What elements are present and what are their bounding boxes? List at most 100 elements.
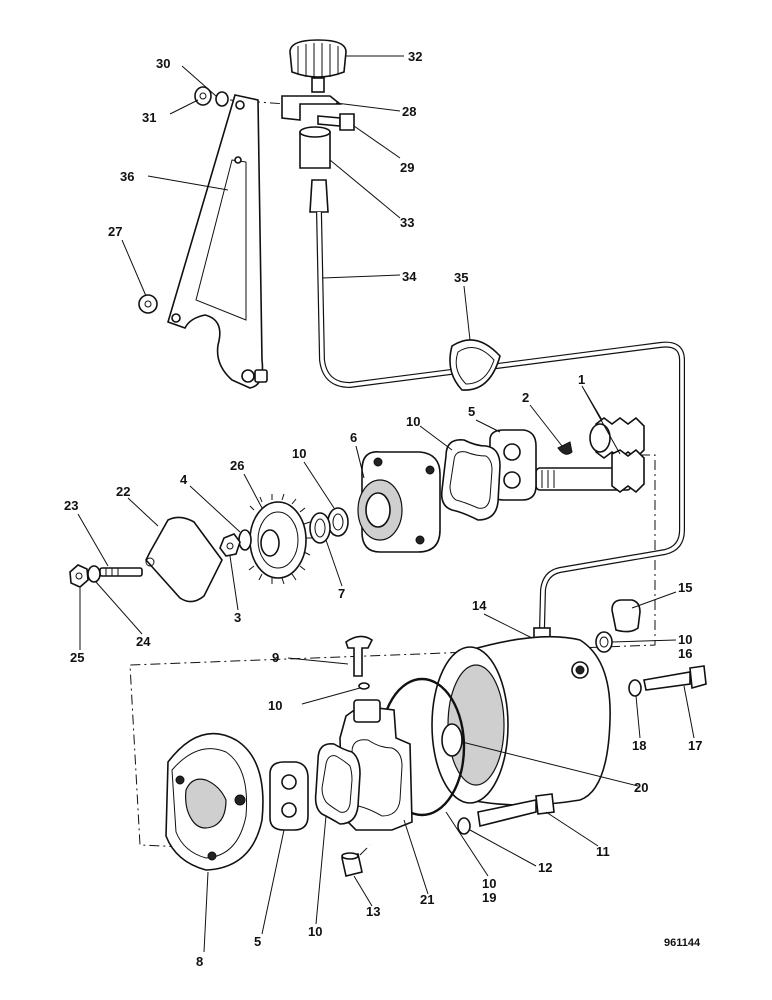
bracket-hole-bottom: [241, 369, 255, 383]
gasket-10-upper-inner: [449, 451, 493, 509]
end-cap-face: [171, 748, 248, 859]
callout-21: 21: [420, 892, 434, 907]
callout-35: 35: [454, 270, 468, 285]
bolt-29-head: [339, 113, 355, 131]
cover-bolt-hole-1: [373, 457, 383, 467]
flange-gasket-22: [145, 516, 223, 603]
callout-11: 11: [596, 844, 610, 859]
callout-14: 14: [472, 598, 487, 613]
bolt-17-head: [689, 665, 707, 690]
callout-12: 12: [538, 860, 552, 875]
oil-seal-7-inner: [314, 518, 326, 538]
stud-23-thread: [105, 568, 119, 576]
callout-10-oring: 10: [482, 876, 496, 891]
callout-32: 32: [408, 49, 422, 64]
callout-15: 15: [678, 580, 692, 595]
pump-gear-1b: [611, 448, 645, 494]
cover-bolt-hole-3: [415, 535, 425, 545]
callout-18: 18: [632, 738, 646, 753]
callout-33: 33: [400, 215, 414, 230]
upper-assembly-axis: [129, 454, 656, 851]
callout-2: 2: [522, 390, 529, 405]
bracket-axis: [229, 99, 301, 106]
washer-30: [215, 91, 229, 107]
clip-28: [281, 95, 343, 121]
callout-10-plug: 10: [678, 632, 692, 647]
callout-25: 25: [70, 650, 84, 665]
callout-34: 34: [402, 269, 417, 284]
bolt-17: [643, 671, 691, 691]
drawing-reference-number: 961144: [664, 937, 701, 949]
callout-24: 24: [136, 634, 151, 649]
bearing-block-hole-b: [503, 471, 521, 489]
callout-36: 36: [120, 169, 134, 184]
gasket-22-hole: [145, 557, 155, 567]
bolt-29: [317, 115, 341, 127]
bearing-block-lower-hole-a: [281, 774, 297, 790]
seal-ring-10-inner: [332, 513, 344, 531]
sealing-washer-16-inner: [599, 636, 609, 648]
knob-knurl: [297, 43, 339, 78]
washer-12: [457, 817, 471, 835]
callout-26: 26: [230, 458, 244, 473]
nut-3-bore: [226, 542, 234, 550]
callout-30: 30: [156, 56, 170, 71]
washer-24: [87, 565, 101, 583]
callout-9: 9: [272, 650, 279, 665]
callout-13: 13: [366, 904, 380, 919]
bearing-block-hole-a: [503, 443, 521, 461]
callout-10-seal: 10: [292, 446, 306, 461]
callout-10-upper-gasket: 10: [406, 414, 420, 429]
sealing-washer-16: [595, 631, 613, 653]
callout-16: 16: [678, 646, 692, 661]
valve-seal-10: [358, 682, 370, 690]
knob-thread: [311, 77, 325, 93]
nut-27: [138, 294, 158, 314]
housing-valve-boss: [353, 699, 381, 723]
callout-7: 7: [338, 586, 345, 601]
drive-gear-26: [248, 493, 312, 585]
lock-washer-4: [238, 529, 252, 551]
callout-1: 1: [578, 372, 585, 387]
pump-gear-1a-face: [589, 423, 611, 453]
pipe-34-core: [317, 211, 684, 631]
callout-29: 29: [400, 160, 414, 175]
callout-23: 23: [64, 498, 78, 513]
shaft-thread: [541, 470, 555, 488]
leader-lines: [77, 55, 695, 953]
gasket-10-lower: [314, 743, 361, 825]
bolt-11: [477, 799, 537, 827]
relief-valve-9: [345, 635, 374, 677]
callout-17: 17: [688, 738, 702, 753]
bolt-11-head: [535, 793, 555, 815]
bracket-stud: [254, 369, 268, 383]
plug-15: [611, 599, 641, 633]
callout-3: 3: [234, 610, 241, 625]
pump-body-bore: [441, 723, 463, 757]
oil-seal-7: [309, 512, 331, 544]
bearing-block-lower-hole-b: [281, 802, 297, 818]
callout-10-valve: 10: [268, 698, 282, 713]
pump-cover-bore: [365, 492, 391, 528]
nut-31-bore: [199, 92, 207, 100]
callout-5-lower: 5: [254, 934, 261, 949]
pipe-clip-35: [449, 339, 501, 391]
seal-ring-10: [327, 507, 349, 537]
callout-19: 19: [482, 890, 496, 905]
nut-31: [194, 86, 212, 106]
woodruff-key-2: [557, 441, 573, 455]
cover-bolt-hole-2: [425, 465, 435, 475]
end-cap-port: [185, 778, 227, 829]
support-bracket: [167, 94, 264, 389]
bracket-hole-mid: [234, 156, 242, 164]
callout-31: 31: [142, 110, 156, 125]
bracket-hole-top: [235, 100, 245, 110]
end-cap-bolt-hole-2: [234, 794, 246, 806]
pump-gear-1a: [595, 416, 645, 460]
callout-5-upper: 5: [468, 404, 475, 419]
callout-20: 20: [634, 780, 648, 795]
gasket-10-lower-inner: [321, 755, 353, 813]
nut-25: [69, 564, 89, 588]
